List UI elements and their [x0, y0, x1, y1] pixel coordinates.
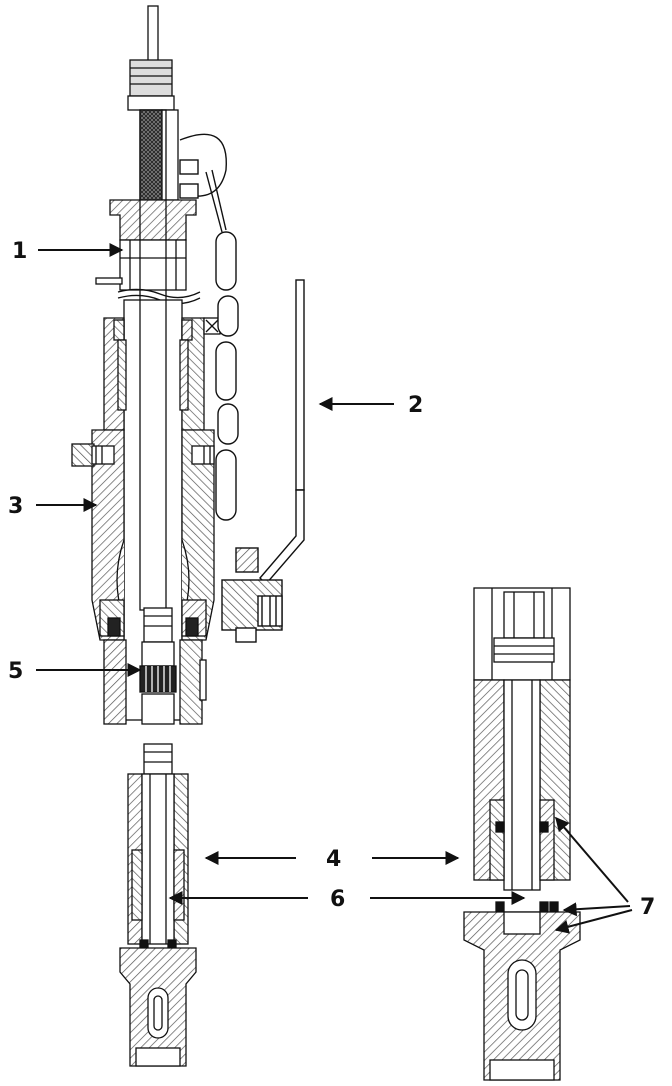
- insertion-tube-detail: [463, 587, 581, 1081]
- leader-arrows: [36, 243, 633, 934]
- electrode-plug-head: [143, 607, 173, 643]
- detail-hex-nut: [503, 591, 545, 639]
- callout-4: 4: [326, 847, 341, 872]
- arrow-7-a: [555, 816, 629, 903]
- callout-7: 7: [640, 895, 655, 920]
- safety-chain: [179, 133, 239, 521]
- funnel-cap: [109, 199, 197, 241]
- main-assembly: [71, 5, 221, 1067]
- callout-3: 3: [8, 494, 23, 519]
- callout-6: 6: [330, 887, 345, 912]
- upper-tube: [119, 239, 187, 291]
- lower-thread-section: [103, 639, 127, 725]
- o-ring-upper: [539, 821, 549, 833]
- purge-connector-left: [71, 443, 95, 467]
- callout-1: 1: [12, 239, 27, 264]
- detail-tube-wall-right: [539, 679, 571, 881]
- cable-insulation-sleeve: [139, 109, 163, 201]
- cable-gland-nut: [129, 59, 173, 97]
- valve-handle: [221, 279, 305, 643]
- cable: [147, 5, 159, 63]
- callout-labels: 1 2 3 5 4 6 7: [8, 239, 655, 920]
- callout-5: 5: [8, 659, 23, 684]
- arrow-7-c: [554, 909, 633, 934]
- callout-2: 2: [408, 393, 423, 418]
- o-ring-lower: [539, 901, 549, 913]
- arrow-7-b: [562, 902, 631, 917]
